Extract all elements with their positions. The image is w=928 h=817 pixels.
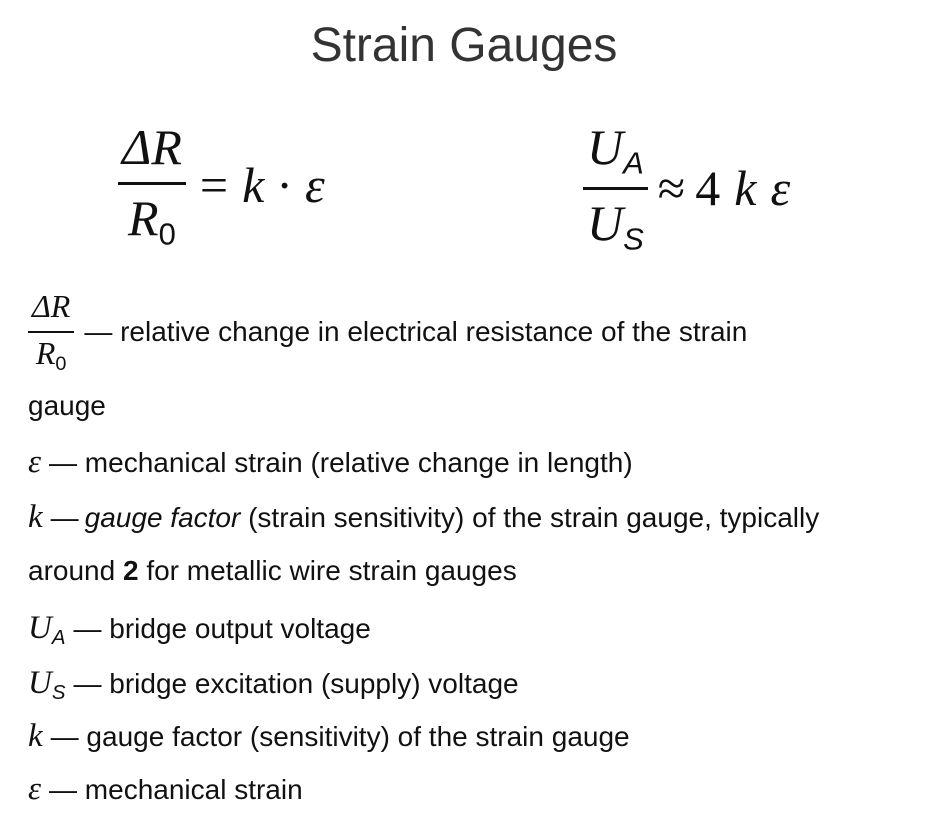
multiply-dot: · (276, 156, 293, 213)
definition-gauge-factor: k — gauge factor (strain sensitivity) of… (28, 499, 819, 536)
constant-four: 4 (695, 159, 721, 216)
definition-text: (strain sensitivity) of the strain gauge… (240, 501, 820, 533)
page-title: Strain Gauges (310, 19, 618, 72)
definition-text: — bridge output voltage (73, 613, 371, 645)
denominator: R (128, 189, 159, 246)
numerator: U (587, 119, 624, 175)
denominator: R (35, 334, 56, 371)
formula-bridge-output: UA US ≈ 4 k ε (583, 118, 790, 257)
numerator: ΔR (122, 119, 182, 175)
definition-output-voltage: UA — bridge output voltage (28, 608, 371, 650)
voltage-symbol: U (28, 665, 52, 701)
definition-text: — bridge excitation (supply) voltage (73, 668, 519, 700)
definition-continuation: around 2 for metallic wire strain gauges (28, 555, 517, 587)
denominator: U (587, 194, 624, 251)
fraction-delta-r-over-r0: ΔR R0 (28, 288, 75, 375)
gauge-factor-symbol: k (734, 159, 757, 216)
definition-strain: ε — mechanical strain (relative change i… (28, 444, 633, 481)
definition-text: — mechanical strain (49, 773, 303, 805)
formula-resistance-change: ΔR R0 = k · ε (118, 118, 325, 252)
definition-text: gauge (28, 390, 106, 421)
gauge-factor-symbol: k (242, 156, 265, 213)
dash: — (50, 501, 79, 533)
gauge-factor-symbol: k (28, 718, 43, 754)
gauge-factor-symbol: k (28, 499, 43, 535)
strain-symbol: ε (770, 159, 791, 216)
voltage-subscript: A (51, 626, 66, 650)
definition-text: around (28, 555, 123, 586)
definition-strain-short: ε — mechanical strain (28, 771, 303, 808)
fraction-bar (28, 331, 75, 333)
definition-text: — relative change in electrical resistan… (84, 315, 748, 347)
fraction-delta-r-over-r0: ΔR R0 (118, 118, 186, 252)
denominator-subscript: 0 (55, 352, 67, 375)
strain-symbol: ε (28, 444, 42, 480)
definition-continuation: gauge (28, 390, 106, 422)
definition-text: for metallic wire strain gauges (138, 555, 517, 586)
definition-text: — mechanical strain (relative change in … (49, 446, 633, 478)
denominator-subscript: 0 (158, 215, 176, 251)
typical-value: 2 (122, 555, 139, 586)
voltage-symbol: U (28, 610, 52, 646)
fraction-bar (583, 187, 648, 190)
voltage-subscript: S (51, 681, 66, 705)
numerator-subscript: A (623, 145, 644, 181)
denominator-subscript: S (623, 221, 644, 257)
strain-symbol: ε (28, 771, 42, 807)
emphasized-term: gauge factor (84, 501, 241, 533)
fraction-bar (118, 182, 186, 185)
numerator: ΔR (32, 288, 71, 324)
fraction-ua-over-us: UA US (583, 118, 648, 257)
definition-supply-voltage: US — bridge excitation (supply) voltage (28, 663, 519, 705)
definition-text: — gauge factor (sensitivity) of the stra… (50, 720, 630, 752)
strain-symbol: ε (304, 156, 325, 213)
definition-gauge-factor-short: k — gauge factor (sensitivity) of the st… (28, 718, 630, 755)
definition-resistance-change: ΔR R0 — relative change in electrical re… (28, 288, 747, 375)
equals-sign: = (199, 156, 229, 213)
approx-sign: ≈ (657, 159, 686, 216)
